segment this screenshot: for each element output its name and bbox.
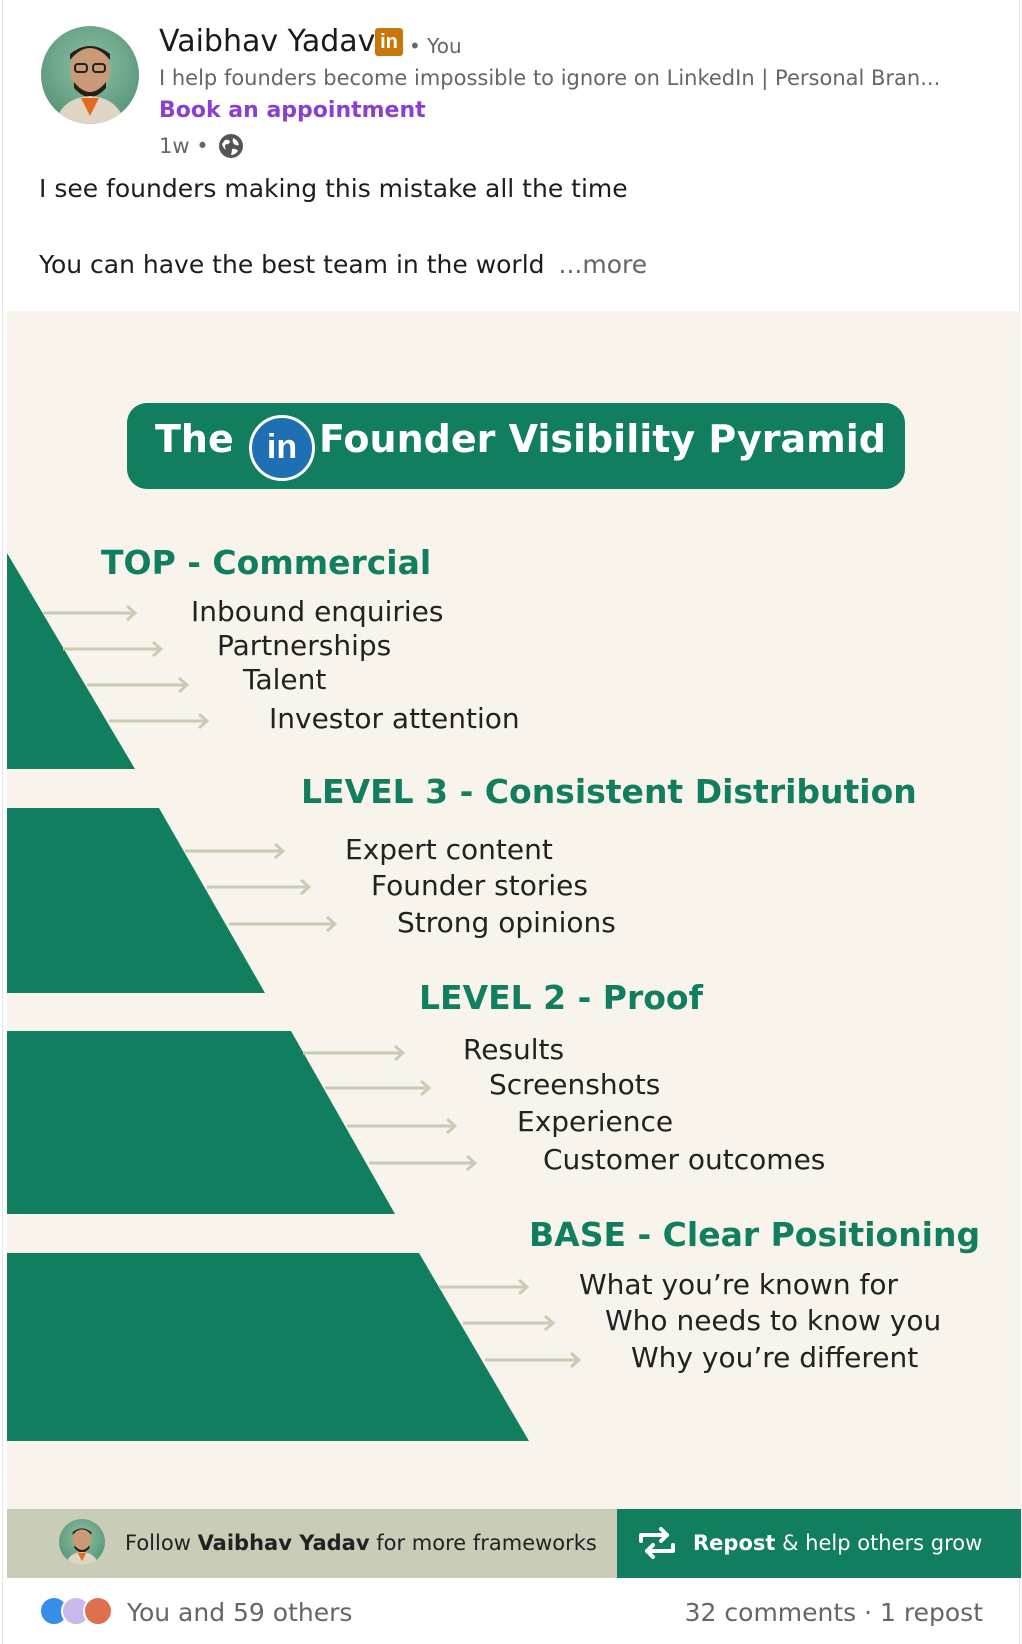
post-time: 1w •: [159, 134, 209, 158]
pyramid-tier-base: [7, 1253, 529, 1441]
footer-repost-text: Repost & help others grow: [693, 1531, 982, 1555]
footer-repost-rest: & help others grow: [782, 1531, 983, 1555]
title-the: The: [155, 417, 234, 461]
infographic-image[interactable]: The in Founder Visibility Pyramid: [7, 311, 1021, 1578]
linkedin-icon-text: in: [266, 428, 298, 466]
level-item: Experience: [517, 1105, 674, 1138]
level-item: Who needs to know you: [605, 1304, 942, 1337]
level-item: Inbound enquiries: [191, 595, 444, 628]
level-title-level2: LEVEL 2 - Proof: [419, 978, 703, 1017]
linkedin-premium-icon: in: [375, 28, 403, 56]
arrow-group: [43, 604, 582, 1369]
author-headline: I help founders become impossible to ign…: [159, 66, 941, 90]
footer-follow-prefix: Follow: [125, 1531, 191, 1555]
reaction-count[interactable]: You and 59 others: [127, 1598, 353, 1627]
level-item: What you’re known for: [579, 1268, 898, 1301]
level-item: Results: [463, 1033, 565, 1066]
level-item: Partnerships: [217, 629, 392, 662]
author-name[interactable]: Vaibhav Yadav: [159, 24, 376, 59]
level-item: Screenshots: [489, 1068, 661, 1101]
level-item: Customer outcomes: [543, 1143, 826, 1176]
level-item: Strong opinions: [397, 906, 616, 939]
level-item: Founder stories: [371, 869, 588, 902]
infographic-title-banner: The in Founder Visibility Pyramid: [127, 403, 905, 489]
level-item: Expert content: [345, 833, 553, 866]
pyramid-tier-level3: [7, 808, 265, 993]
level-item: Investor attention: [269, 702, 520, 735]
footer-follow-suffix: for more frameworks: [376, 1531, 597, 1555]
post-body-line-1: I see founders making this mistake all t…: [39, 174, 628, 203]
repost-icon: [639, 1527, 675, 1559]
footer-avatar: [59, 1519, 105, 1565]
level-item: Why you’re different: [631, 1341, 919, 1374]
you-label: • You: [409, 34, 462, 58]
post-body-line-2: You can have the best team in the world.…: [39, 250, 647, 279]
author-avatar[interactable]: [41, 26, 139, 124]
title-rest: Founder Visibility Pyramid: [319, 417, 886, 461]
globe-icon: [218, 134, 243, 158]
footer-follow-text: Follow Vaibhav Yadav for more frameworks: [125, 1531, 597, 1555]
see-more-link[interactable]: ...more: [558, 250, 648, 279]
reaction-icons[interactable]: [39, 1596, 113, 1626]
comments-count[interactable]: 32 comments · 1 repost: [684, 1598, 983, 1627]
level-title-top: TOP - Commercial: [101, 543, 432, 582]
post-body-text: You can have the best team in the world: [39, 250, 545, 279]
infographic-footer: Follow Vaibhav Yadav for more frameworks…: [7, 1509, 1021, 1578]
love-reaction-icon: [83, 1596, 113, 1626]
footer-follow-name: Vaibhav Yadav: [197, 1531, 370, 1555]
level-item: Talent: [243, 663, 327, 696]
pyramid-graphic: [7, 553, 582, 1441]
book-appointment-link[interactable]: Book an appointment: [159, 98, 426, 123]
pyramid-tier-level2: [7, 1031, 395, 1214]
footer-repost-box: Repost & help others grow: [617, 1509, 1021, 1578]
footer-repost-bold: Repost: [693, 1531, 776, 1555]
level-title-level3: LEVEL 3 - Consistent Distribution: [301, 772, 917, 811]
level-title-base: BASE - Clear Positioning: [529, 1215, 981, 1254]
pyramid-tier-top: [7, 553, 135, 769]
linkedin-icon: in: [249, 415, 315, 481]
post-time-row: 1w •: [159, 132, 245, 160]
